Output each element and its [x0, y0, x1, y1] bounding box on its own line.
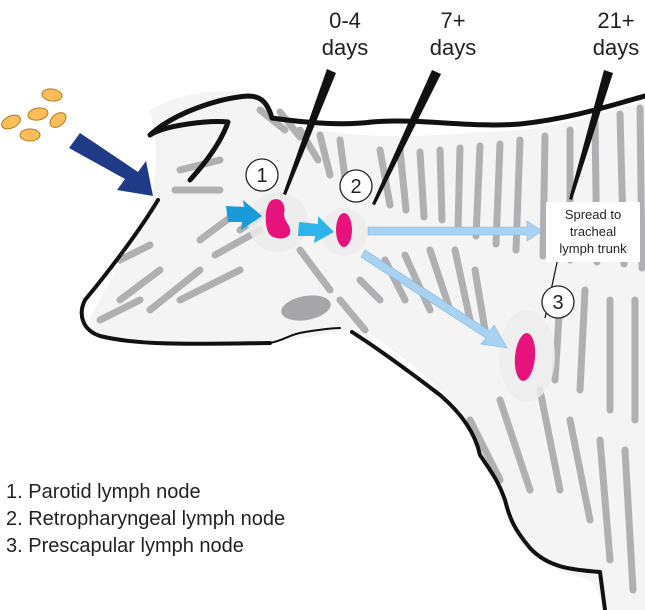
pointer-0-4-days	[283, 69, 336, 195]
particle	[27, 107, 49, 121]
spread-arrow-prescapular	[360, 249, 508, 349]
back-outline	[269, 93, 645, 128]
head-front-outline	[79, 198, 272, 346]
time-label-0-4-line2: days	[322, 35, 368, 60]
ear-outline	[147, 93, 275, 183]
intake-arrow	[69, 133, 153, 196]
legend-item-parotid: 1. Parotid lymph node	[6, 481, 201, 503]
flow-arrows	[226, 200, 543, 349]
pointer-21-plus-days	[569, 70, 613, 200]
callout-line-1: Spread to	[565, 207, 621, 222]
node-marker-1: 1	[245, 158, 279, 192]
svg-text:2: 2	[350, 176, 361, 198]
node-markers: 1 2 3	[245, 158, 575, 319]
lymph-nodes	[265, 199, 536, 381]
particles	[1, 88, 67, 142]
time-label-0-4-line1: 0-4	[329, 8, 361, 33]
node-marker-3: 3	[541, 285, 575, 319]
svg-text:1: 1	[256, 165, 267, 187]
lymph-node-parotid	[265, 199, 291, 239]
pointer-7-plus-days	[372, 70, 441, 205]
time-labels: 0-4 days 7+ days 21+ days	[322, 8, 639, 60]
lymph-node-retropharyngeal	[336, 213, 352, 247]
particle	[49, 112, 67, 128]
particle	[19, 128, 41, 142]
arrow-to-node-1	[226, 200, 262, 230]
callout-line-2: tracheal	[570, 224, 616, 239]
time-label-7-line1: 7+	[440, 8, 465, 33]
lymph-node-prescapular	[514, 333, 536, 381]
callout-box	[546, 202, 640, 262]
cow-outline	[79, 93, 645, 610]
particle	[41, 88, 63, 102]
arrow-to-node-2	[298, 216, 334, 243]
time-label-7-line2: days	[430, 35, 476, 60]
callout-line-3: lymph trunk	[559, 241, 627, 256]
legend-item-prescapular: 3. Prescapular lymph node	[6, 535, 244, 557]
legend-item-retropharyngeal: 2. Retropharyngeal lymph node	[6, 508, 286, 530]
jaw-outline	[269, 327, 341, 344]
svg-text:3: 3	[552, 292, 563, 314]
node-marker-2: 2	[339, 169, 373, 203]
neck-underside-outline	[350, 330, 607, 610]
spread-arrow-trachea	[367, 220, 543, 242]
time-label-21-line1: 21+	[597, 8, 634, 33]
tracheal-callout: Spread to tracheal lymph trunk	[546, 202, 640, 262]
time-label-21-line2: days	[593, 35, 639, 60]
legend: 1. Parotid lymph node 2. Retropharyngeal…	[6, 479, 285, 560]
particle	[1, 114, 21, 130]
jaw-patch	[281, 295, 331, 321]
